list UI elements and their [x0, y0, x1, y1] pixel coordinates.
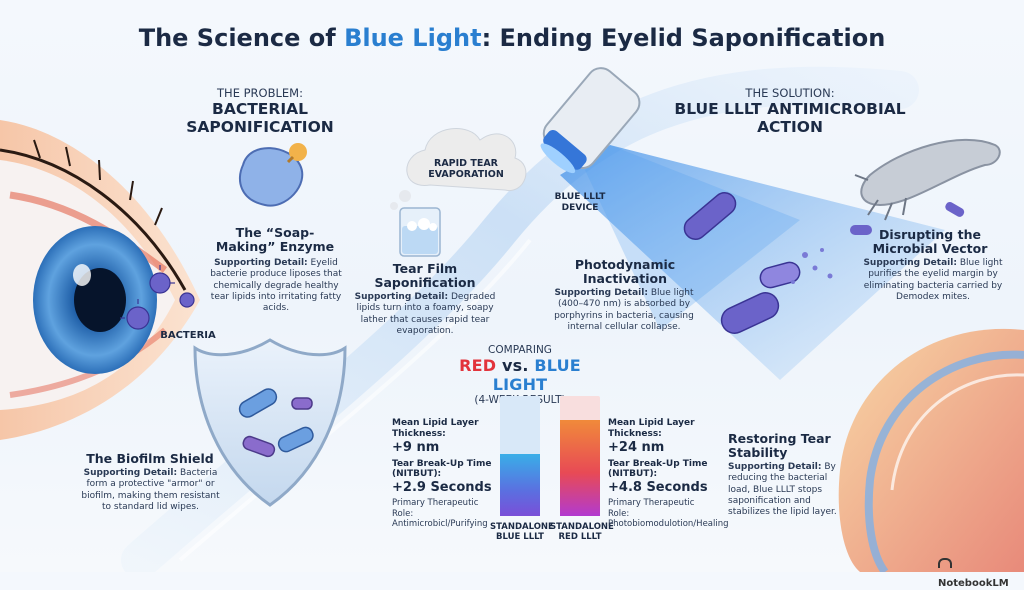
red-bar-label: STANDALONE RED LLLT: [550, 522, 614, 543]
red-bar-fill: [560, 420, 600, 516]
red-tbut-value: +4.8 Seconds: [608, 480, 708, 496]
microbial-title: Disrupting the Microbial Vector: [872, 227, 988, 257]
blue-tbut-label: Tear Break-Up Time (NITBUT):: [392, 458, 492, 480]
blue-lipid-value: +9 nm: [392, 439, 440, 455]
enzyme-title: The “Soap-Making” Enzyme: [215, 225, 335, 255]
biofilm-detail-label: Supporting Detail:: [83, 468, 178, 478]
photodynamic-detail-text: Blue light (400–470 nm) is absorbed by p…: [554, 288, 694, 332]
title-part2: : Ending Eyelid Saponification: [481, 24, 886, 52]
tear-film-detail-text: Degraded lipids turn into a foamy, soapy…: [356, 292, 496, 336]
blue-metrics: Mean Lipid Layer Thickness: +9 nm Tear B…: [392, 418, 494, 530]
restoring-title: Restoring Tear Stability: [728, 431, 831, 461]
problem-heading: THE PROBLEM: BACTERIAL SAPONIFICATION: [140, 86, 380, 136]
solution-title: BLUE LLLT ANTIMICROBIAL ACTION: [674, 100, 906, 136]
red-lipid-label: Mean Lipid Layer Thickness:: [608, 418, 695, 439]
restoring-detail: Supporting Detail: By reducing the bacte…: [728, 462, 840, 518]
background-illustration: [0, 66, 1024, 572]
solution-heading: THE SOLUTION: BLUE LLLT ANTIMICROBIAL AC…: [640, 86, 940, 136]
blue-lipid-label: Mean Lipid Layer Thickness:: [392, 418, 479, 439]
evaporation-label: RAPID TEAR EVAPORATION: [428, 158, 504, 181]
enzyme-detail-text: Eyelid bacterie produce liposes that che…: [210, 258, 342, 313]
bacteria-label: BACTERIA: [160, 330, 216, 341]
biofilm-title: The Biofilm Shield: [86, 451, 214, 466]
photodynamic-detail-label: Supporting Detail:: [554, 288, 648, 298]
tear-film-detail: Supporting Detail: Degraded lipids turn …: [352, 292, 498, 337]
enzyme-detail: Supporting Detail: Eyelid bacterie produ…: [208, 258, 344, 314]
photodynamic-detail: Supporting Detail: Blue light (400–470 n…: [548, 288, 700, 333]
tear-film-detail-label: Supporting Detail:: [354, 292, 449, 302]
problem-title: BACTERIAL SAPONIFICATION: [186, 100, 334, 136]
microbial-detail: Supporting Detail: Blue light purifies t…: [858, 258, 1008, 303]
microbial-detail-text: Blue light purifies the eyelid margin by…: [863, 258, 1003, 302]
blue-bar-track: [500, 396, 540, 516]
comparison-blue: BLUE LIGHT: [492, 356, 581, 394]
blue-tbut-value: +2.9 Seconds: [392, 480, 492, 496]
title-accent: Blue Light: [344, 24, 482, 52]
red-bar-track: [560, 396, 600, 516]
blue-bar-fill: [500, 453, 540, 516]
page-title: The Science of Blue Light: Ending Eyelid…: [0, 24, 1024, 52]
red-metrics: Mean Lipid Layer Thickness: +24 nm Tear …: [608, 418, 729, 530]
enzyme-block: The “Soap-Making” Enzyme: [210, 225, 340, 255]
restoring-detail-label: Supporting Detail:: [728, 462, 822, 472]
biofilm-detail-text: Bacteria form a protective "armor" or bi…: [81, 468, 220, 512]
blue-role: Primary Therapeutic Role: Antimicrobicl/…: [392, 498, 488, 530]
red-lipid-value: +24 nm: [608, 439, 665, 455]
device-label: BLUE LLLT DEVICE: [554, 192, 606, 213]
problem-pre: THE PROBLEM:: [217, 86, 303, 100]
comparison-title: RED vs. BLUE LIGHT: [430, 356, 610, 394]
biofilm-detail: Supporting Detail: Bacteria form a prote…: [78, 468, 223, 513]
photodynamic-title: Photodynamic Inactivation: [574, 257, 676, 287]
comparison-red: RED: [459, 356, 497, 375]
brand: NotebookLM: [938, 552, 1018, 590]
tear-film-title: Tear Film Saponification: [374, 261, 476, 291]
comparison-pre: COMPARING: [488, 344, 552, 356]
solution-pre: THE SOLUTION:: [745, 86, 835, 100]
red-role: Primary Therapeutic Role: Photobiomodulo…: [608, 498, 729, 530]
blue-bar-label: STANDALONE BLUE LLLT: [490, 522, 554, 543]
enzyme-detail-label: Supporting Detail:: [214, 258, 308, 268]
title-part1: The Science of: [138, 24, 345, 52]
microbial-detail-label: Supporting Detail:: [863, 258, 957, 268]
restoring-detail-text: By reducing the bacterial load, Blue LLL…: [728, 462, 837, 517]
brand-name: NotebookLM: [938, 578, 1009, 589]
red-tbut-label: Tear Break-Up Time (NITBUT):: [608, 458, 708, 480]
comparison-vs: vs.: [496, 356, 535, 375]
brand-icon: [938, 558, 952, 568]
